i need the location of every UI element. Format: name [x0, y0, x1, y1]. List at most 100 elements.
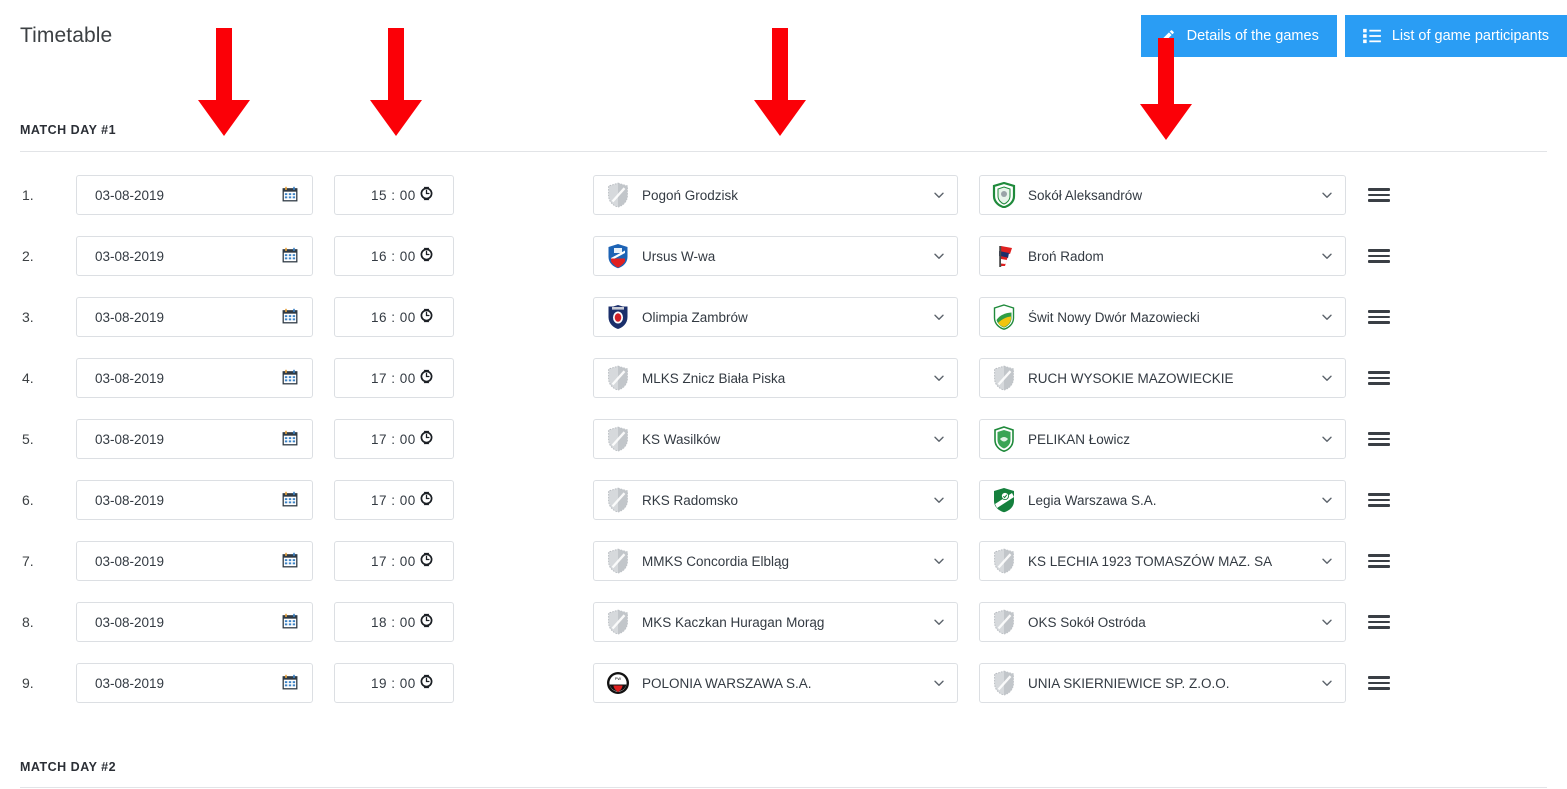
home-team-crest-icon: [606, 426, 630, 452]
calendar-icon[interactable]: [282, 308, 298, 327]
clock-icon[interactable]: [418, 246, 435, 266]
date-input[interactable]: 03-08-2019: [76, 541, 313, 581]
calendar-icon[interactable]: [282, 552, 298, 571]
time-input[interactable]: 17 : 00: [334, 541, 454, 581]
away-team-label: Świt Nowy Dwór Mazowiecki: [1028, 309, 1200, 325]
away-team-label: Sokół Aleksandrów: [1028, 187, 1143, 203]
home-team-select[interactable]: MKS Kaczkan Huragan Morąg: [593, 602, 958, 642]
calendar-icon[interactable]: [282, 613, 298, 632]
home-team-select[interactable]: Pogoń Grodzisk: [593, 175, 958, 215]
date-input[interactable]: 03-08-2019: [76, 419, 313, 459]
away-team-crest-icon: [992, 243, 1016, 269]
drag-handle-icon[interactable]: [1368, 184, 1390, 206]
clock-icon[interactable]: [418, 551, 435, 571]
calendar-icon[interactable]: [282, 674, 298, 693]
row-index: 3.: [22, 309, 34, 325]
drag-handle-icon[interactable]: [1368, 428, 1390, 450]
away-team-select[interactable]: Legia Warszawa S.A.: [979, 480, 1346, 520]
date-input[interactable]: 03-08-2019: [76, 480, 313, 520]
away-team-select[interactable]: RUCH WYSOKIE MAZOWIECKIE: [979, 358, 1346, 398]
chevron-down-icon[interactable]: [1321, 494, 1333, 506]
chevron-down-icon[interactable]: [933, 372, 945, 384]
home-team-select[interactable]: KS Wasilków: [593, 419, 958, 459]
chevron-down-icon[interactable]: [1321, 189, 1333, 201]
chevron-down-icon[interactable]: [933, 555, 945, 567]
date-input[interactable]: 03-08-2019: [76, 358, 313, 398]
clock-icon[interactable]: [418, 673, 435, 693]
calendar-icon[interactable]: [282, 491, 298, 510]
date-input[interactable]: 03-08-2019: [76, 663, 313, 703]
time-value: 17 : 00: [371, 370, 416, 386]
away-team-select[interactable]: Świt Nowy Dwór Mazowiecki: [979, 297, 1346, 337]
time-input[interactable]: 18 : 00: [334, 602, 454, 642]
chevron-down-icon[interactable]: [1321, 250, 1333, 262]
away-team-select[interactable]: OKS Sokół Ostróda: [979, 602, 1346, 642]
time-input[interactable]: 16 : 00: [334, 236, 454, 276]
details-of-the-games-button[interactable]: Details of the games: [1140, 15, 1337, 57]
drag-handle-icon[interactable]: [1368, 611, 1390, 633]
home-team-select[interactable]: RKS Radomsko: [593, 480, 958, 520]
home-team-select[interactable]: MMKS Concordia Elbląg: [593, 541, 958, 581]
time-input[interactable]: 17 : 00: [334, 480, 454, 520]
away-team-select[interactable]: KS LECHIA 1923 TOMASZÓW MAZ. SA: [979, 541, 1346, 581]
calendar-icon[interactable]: [282, 430, 298, 449]
time-input[interactable]: 17 : 00: [334, 358, 454, 398]
chevron-down-icon[interactable]: [1321, 311, 1333, 323]
list-of-game-participants-button[interactable]: List of game participants: [1344, 15, 1567, 57]
home-team-select[interactable]: PW POLONIA WARSZAWA S.A.: [593, 663, 958, 703]
clock-icon[interactable]: [418, 490, 435, 510]
time-input[interactable]: 15 : 00: [334, 175, 454, 215]
away-team-crest-icon: [992, 304, 1016, 330]
drag-handle-icon[interactable]: [1368, 245, 1390, 267]
clock-icon[interactable]: [418, 185, 435, 205]
date-input[interactable]: 03-08-2019: [76, 236, 313, 276]
home-team-label: MKS Kaczkan Huragan Morąg: [642, 614, 825, 630]
clock-icon[interactable]: [418, 368, 435, 388]
time-input[interactable]: 17 : 00: [334, 419, 454, 459]
clock-icon[interactable]: [418, 307, 435, 327]
calendar-icon[interactable]: [282, 186, 298, 205]
arrow-time-column: [368, 28, 424, 141]
away-team-label: Legia Warszawa S.A.: [1028, 492, 1157, 508]
clock-icon[interactable]: [418, 612, 435, 632]
date-input[interactable]: 03-08-2019: [76, 175, 313, 215]
chevron-down-icon[interactable]: [1321, 555, 1333, 567]
away-team-select[interactable]: UNIA SKIERNIEWICE SP. Z.O.O.: [979, 663, 1346, 703]
chevron-down-icon[interactable]: [933, 433, 945, 445]
home-team-label: RKS Radomsko: [642, 492, 739, 508]
chevron-down-icon[interactable]: [933, 677, 945, 689]
chevron-down-icon[interactable]: [1321, 433, 1333, 445]
drag-handle-icon[interactable]: [1368, 367, 1390, 389]
chevron-down-icon[interactable]: [933, 250, 945, 262]
drag-handle-icon[interactable]: [1368, 306, 1390, 328]
date-input[interactable]: 03-08-2019: [76, 602, 313, 642]
home-team-select[interactable]: MLKS Znicz Biała Piska: [593, 358, 958, 398]
clock-icon[interactable]: [418, 429, 435, 449]
home-team-select[interactable]: Ursus W-wa: [593, 236, 958, 276]
chevron-down-icon[interactable]: [933, 616, 945, 628]
date-value: 03-08-2019: [95, 553, 165, 569]
calendar-icon[interactable]: [282, 369, 298, 388]
home-team-label: Pogoń Grodzisk: [642, 187, 739, 203]
away-team-select[interactable]: Sokół Aleksandrów: [979, 175, 1346, 215]
away-team-crest-icon: [992, 670, 1016, 696]
chevron-down-icon[interactable]: [933, 189, 945, 201]
chevron-down-icon[interactable]: [933, 494, 945, 506]
date-input[interactable]: 03-08-2019: [76, 297, 313, 337]
home-team-label: MMKS Concordia Elbląg: [642, 553, 790, 569]
table-row: 8. 03-08-2019 18 : 00 MKS Kaczkan Huraga…: [0, 599, 1567, 645]
chevron-down-icon[interactable]: [1321, 616, 1333, 628]
away-team-select[interactable]: Broń Radom: [979, 236, 1346, 276]
away-team-select[interactable]: PELIKAN Łowicz: [979, 419, 1346, 459]
chevron-down-icon[interactable]: [1321, 677, 1333, 689]
time-input[interactable]: 16 : 00: [334, 297, 454, 337]
page-title: Timetable: [20, 24, 113, 47]
home-team-select[interactable]: Olimpia Zambrów: [593, 297, 958, 337]
drag-handle-icon[interactable]: [1368, 672, 1390, 694]
time-input[interactable]: 19 : 00: [334, 663, 454, 703]
chevron-down-icon[interactable]: [1321, 372, 1333, 384]
drag-handle-icon[interactable]: [1368, 489, 1390, 511]
calendar-icon[interactable]: [282, 247, 298, 266]
drag-handle-icon[interactable]: [1368, 550, 1390, 572]
chevron-down-icon[interactable]: [933, 311, 945, 323]
